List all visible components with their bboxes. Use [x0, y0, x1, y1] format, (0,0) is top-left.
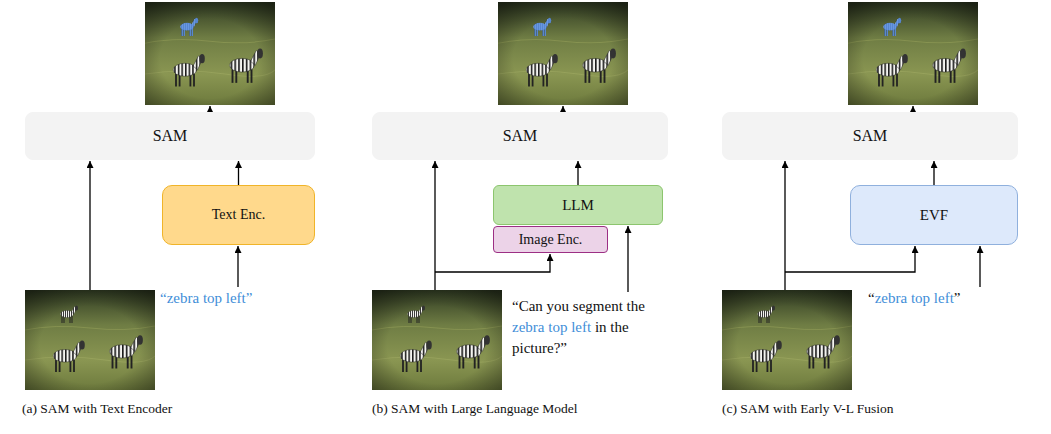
- output-image: [145, 2, 275, 105]
- llm-box: LLM: [493, 185, 663, 225]
- encoder-box: Image Enc.: [493, 226, 608, 253]
- panel-caption: (a) SAM with Text Encoder: [22, 398, 172, 419]
- input-image: [722, 290, 852, 390]
- fusion-box: EVF: [850, 185, 1018, 245]
- input-image: [25, 290, 155, 390]
- model-box: SAM: [25, 112, 315, 160]
- box-label: Image Enc.: [519, 232, 583, 248]
- text-prompt: “zebra top left”: [868, 288, 960, 309]
- box-label: SAM: [853, 127, 888, 145]
- text-prompt: “zebra top left”: [160, 288, 252, 309]
- model-box: SAM: [372, 112, 668, 160]
- encoder-box: Text Enc.: [162, 185, 315, 245]
- box-label: LLM: [562, 197, 594, 214]
- box-label: SAM: [153, 127, 188, 145]
- panel-caption: (c) SAM with Early V-L Fusion: [722, 398, 894, 419]
- box-label: Text Enc.: [212, 207, 265, 223]
- panel-caption: (b) SAM with Large Language Model: [372, 398, 578, 419]
- box-label: EVF: [920, 207, 948, 224]
- flow-arrow: [238, 161, 239, 185]
- flow-arrow: [933, 161, 934, 185]
- highlighted-phrase: zebra top left: [512, 319, 591, 335]
- output-image: [848, 2, 978, 105]
- box-label: SAM: [503, 127, 538, 145]
- model-box: SAM: [722, 112, 1018, 160]
- flow-arrow: [577, 161, 578, 185]
- input-image: [372, 290, 502, 390]
- text-prompt: “Can you segment the zebra top left in t…: [512, 296, 654, 359]
- output-image: [498, 2, 628, 105]
- highlighted-phrase: zebra top left: [875, 290, 954, 306]
